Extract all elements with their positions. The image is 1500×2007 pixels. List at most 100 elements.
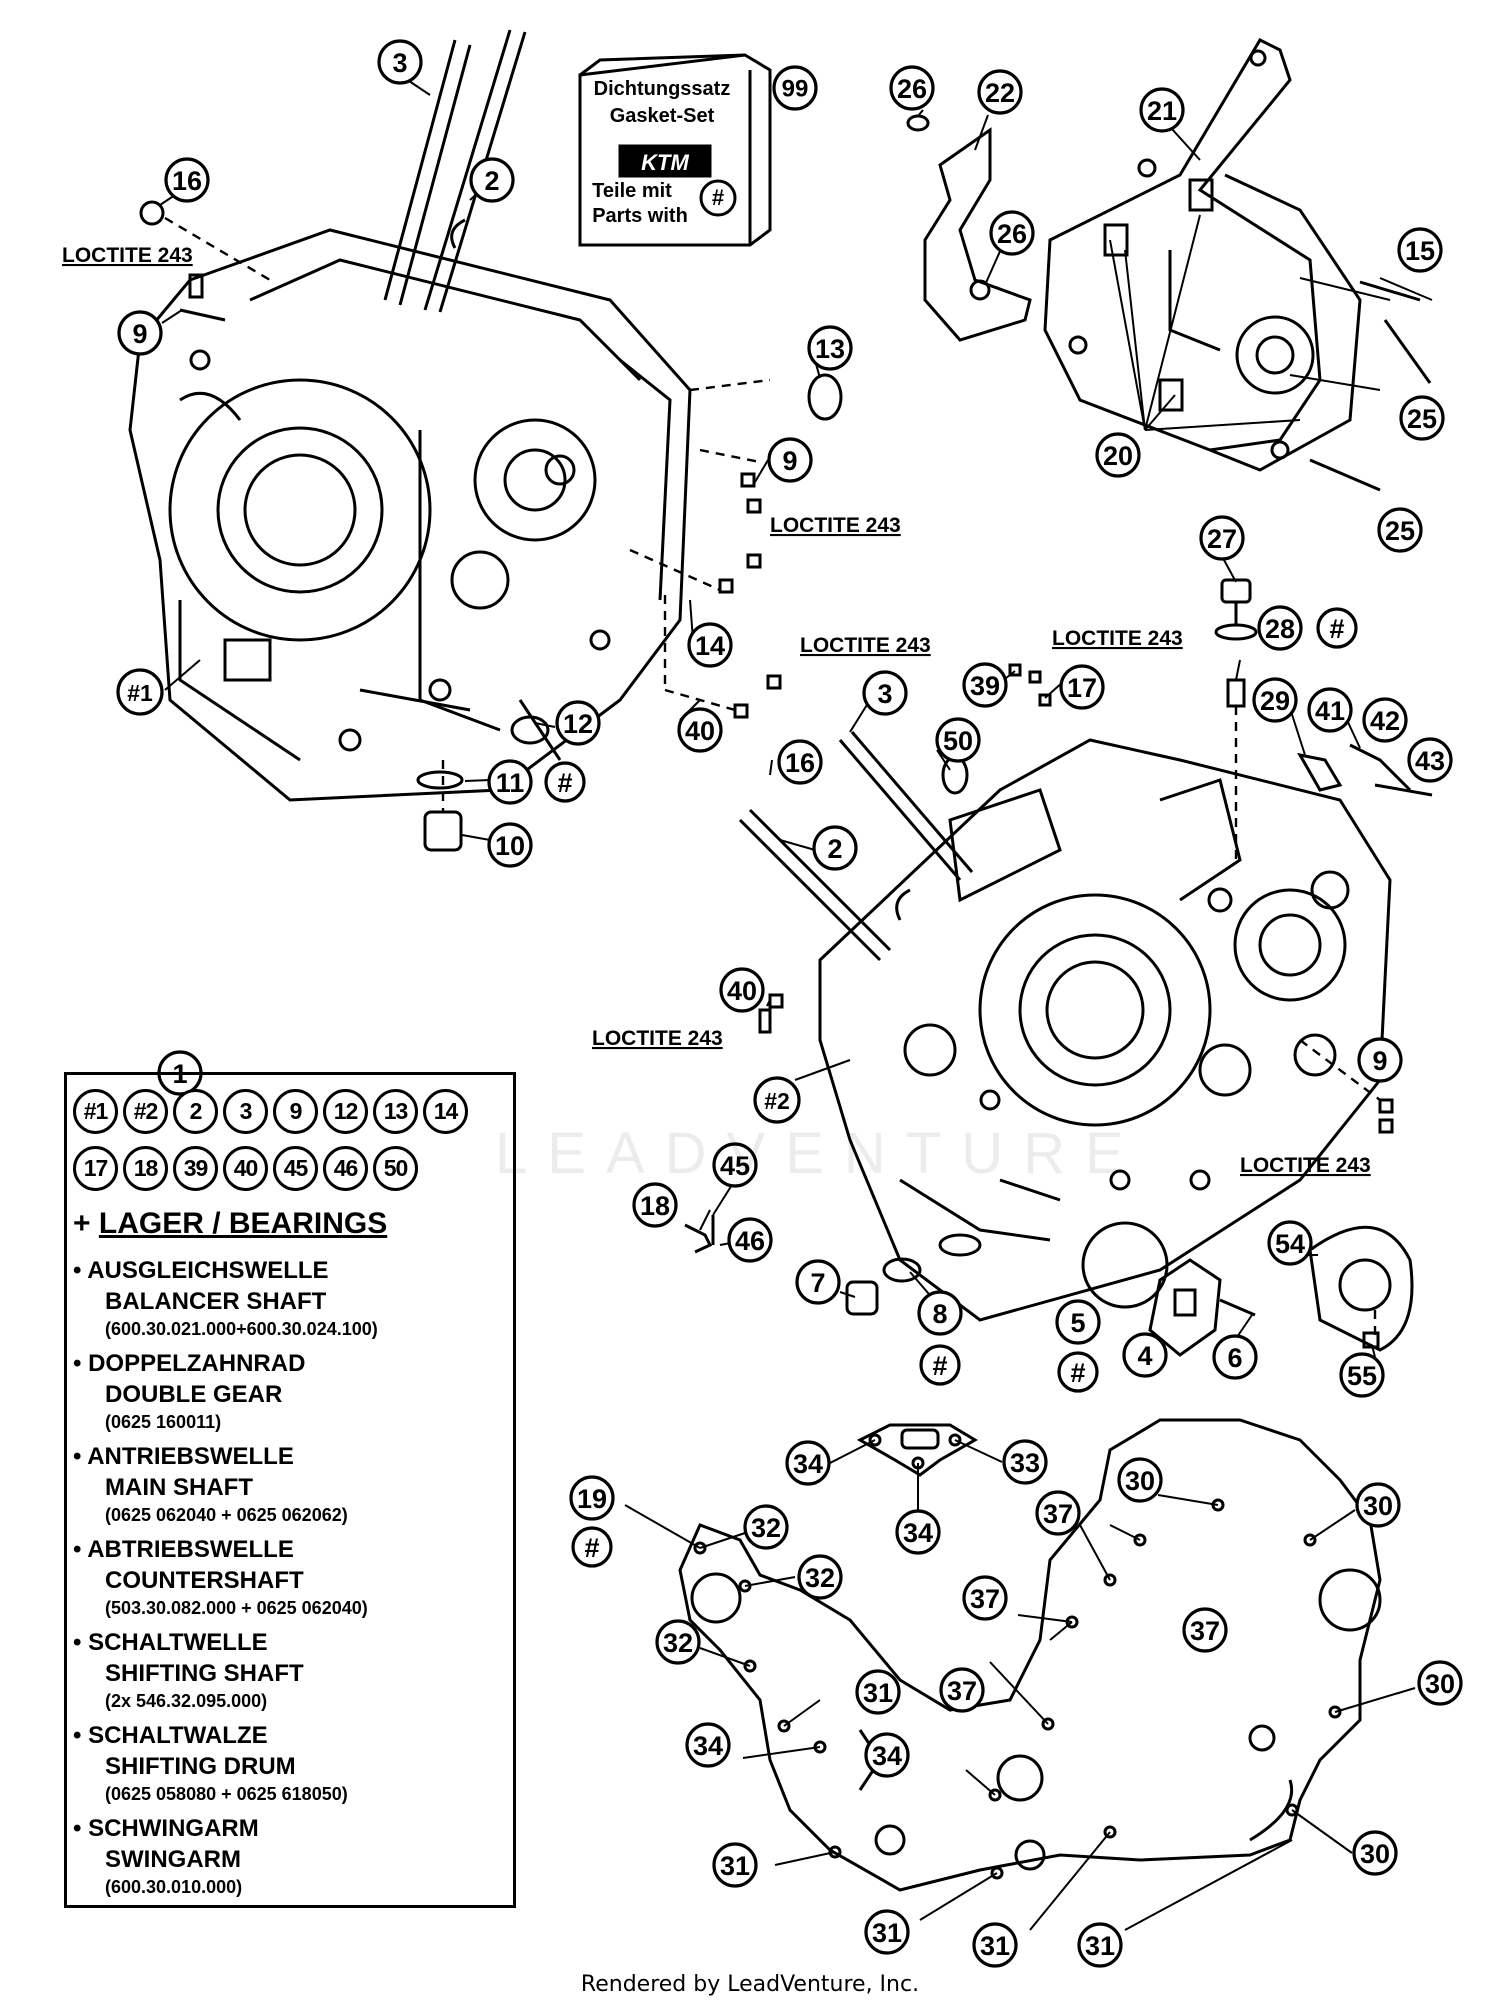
callout: 40 (719, 967, 765, 1013)
svg-text:6: 6 (1227, 1343, 1242, 1373)
legend-ref: 2 (173, 1089, 218, 1134)
svg-text:18: 18 (640, 1191, 670, 1221)
legend-ref: 39 (173, 1146, 218, 1191)
svg-text:#: # (557, 768, 572, 798)
callout: 30 (1352, 1830, 1398, 1876)
gasket-holes (693, 1433, 1342, 1880)
callout: 2 (469, 157, 515, 203)
svg-text:9: 9 (1372, 1046, 1387, 1076)
svg-text:2: 2 (827, 834, 842, 864)
svg-text:32: 32 (663, 1628, 693, 1658)
legend-ref: 3 (223, 1089, 268, 1134)
bearing-part-number: (2x 546.32.095.000) (105, 1691, 268, 1711)
callout: 8 (917, 1290, 963, 1336)
callout: 41 (1307, 687, 1353, 733)
legend-reference-numbers: #1 #2 2 3 9 12 13 14 17 18 39 40 45 46 5… (73, 1089, 513, 1203)
svg-text:33: 33 (1010, 1448, 1040, 1478)
callout: 28 (1257, 605, 1303, 651)
callout: 4 (1122, 1332, 1168, 1378)
bearings-title: + LAGER / BEARINGS (73, 1207, 387, 1241)
svg-text:39: 39 (970, 671, 1000, 701)
callout: 26 (989, 210, 1035, 256)
svg-text:14: 14 (695, 631, 725, 661)
loctite-label-d: LOCTITE 243 (1052, 627, 1183, 650)
callout: 30 (1355, 1482, 1401, 1528)
watermark: LEADVENTURE (495, 1121, 1144, 1186)
svg-text:22: 22 (985, 78, 1015, 108)
callout: 9 (1357, 1037, 1403, 1083)
bearing-name-en: BALANCER SHAFT (105, 1288, 327, 1315)
bearing-name-de: AUSGLEICHSWELLE (87, 1257, 329, 1284)
svg-text:25: 25 (1385, 516, 1415, 546)
callout: 9 (117, 310, 163, 356)
callout: 20 (1095, 432, 1141, 478)
callout: 22 (977, 69, 1023, 115)
callout: 13 (807, 325, 853, 371)
legend-ref-row-1: #1 #2 2 3 9 12 13 14 (73, 1089, 513, 1134)
callout: # (1057, 1351, 1099, 1393)
bearing-name-en: MAIN SHAFT (105, 1474, 253, 1501)
bearing-name-en: DOUBLE GEAR (105, 1381, 283, 1408)
callout: 5 (1055, 1299, 1101, 1345)
svg-text:16: 16 (172, 166, 202, 196)
loctite-label-c: LOCTITE 243 (800, 634, 931, 657)
callout: 17 (1059, 664, 1105, 710)
callout: 37 (962, 1575, 1008, 1621)
svg-text:99: 99 (782, 76, 809, 103)
legend-ref-row-2: 17 18 39 40 45 46 50 (73, 1146, 513, 1191)
list-item: • SCHALTWELLE SHIFTING SHAFT (2x 546.32.… (73, 1627, 513, 1714)
svg-text:9: 9 (782, 446, 797, 476)
svg-text:30: 30 (1360, 1839, 1390, 1869)
svg-text:31: 31 (872, 1918, 902, 1948)
svg-text:28: 28 (1265, 614, 1295, 644)
svg-text:19: 19 (577, 1484, 607, 1514)
callout: 42 (1362, 697, 1408, 743)
bearing-part-number: (600.30.021.000+600.30.024.100) (105, 1319, 378, 1339)
callout: 31 (864, 1909, 910, 1955)
callout: # (919, 1344, 961, 1386)
callout: 11 (487, 759, 533, 805)
bearing-list: • AUSGLEICHSWELLE BALANCER SHAFT (600.30… (73, 1255, 513, 1906)
loctite-label-a: LOCTITE 243 (62, 244, 193, 267)
bearings-prefix: + (73, 1207, 91, 1240)
bearing-part-number: (0625 160011) (105, 1412, 222, 1432)
legend-ref: 45 (273, 1146, 318, 1191)
callout: 14 (687, 622, 733, 668)
bearing-part-number: (503.30.082.000 + 0625 062040) (105, 1598, 368, 1618)
svg-text:17: 17 (1067, 673, 1097, 703)
callout: 31 (855, 1669, 901, 1715)
svg-text:13: 13 (815, 334, 845, 364)
svg-text:37: 37 (1043, 1499, 1073, 1529)
callout: 21 (1139, 87, 1185, 133)
callout: 16 (777, 739, 823, 785)
svg-text:#: # (1070, 1358, 1085, 1388)
callout: 19 (569, 1475, 615, 1521)
svg-text:45: 45 (720, 1151, 750, 1181)
ignition-cover-group (1043, 38, 1362, 472)
svg-text:10: 10 (495, 831, 525, 861)
svg-text:40: 40 (727, 976, 757, 1006)
bearing-name-en: SHIFTING SHAFT (105, 1660, 304, 1687)
svg-text:32: 32 (805, 1563, 835, 1593)
svg-text:11: 11 (496, 768, 525, 798)
callout: #2 (753, 1076, 801, 1124)
svg-text:37: 37 (970, 1584, 1000, 1614)
callout: 34 (785, 1440, 831, 1486)
callout: 9 (767, 437, 813, 483)
kit-line4: Parts with (592, 205, 688, 227)
callout: 12 (555, 700, 601, 746)
bearing-name-en: SHIFTING DRUM (105, 1753, 296, 1780)
list-item: • ABTRIEBSWELLE COUNTERSHAFT (503.30.082… (73, 1534, 513, 1621)
callouts: 3 2 99 16 9 13 9 14 40 12 11 # 10 #1 26 … (116, 39, 1463, 1968)
callout: 37 (1035, 1490, 1081, 1536)
svg-text:25: 25 (1407, 404, 1437, 434)
callout: 55 (1339, 1352, 1385, 1398)
cover-bolts (1309, 280, 1432, 492)
bearing-part-number: (600.30.010.000) (105, 1877, 243, 1897)
kit-line2: Gasket-Set (610, 105, 715, 127)
callout: 31 (712, 1842, 758, 1888)
svg-text:30: 30 (1125, 1466, 1155, 1496)
svg-text:#: # (584, 1533, 599, 1563)
legend-ref: 40 (223, 1146, 268, 1191)
callout: 39 (962, 662, 1008, 708)
